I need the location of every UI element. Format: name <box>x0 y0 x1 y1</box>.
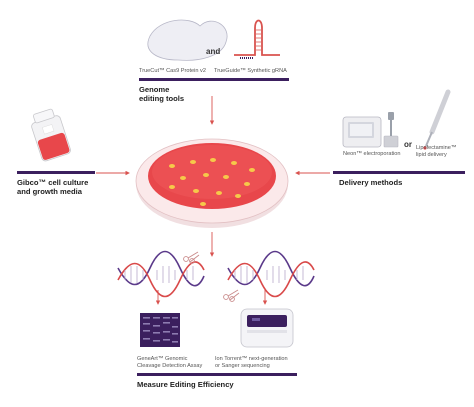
genome-title-line1: Genome <box>139 85 170 94</box>
lipofectamine-label-line1: Lipofectamine™ <box>416 145 457 151</box>
iontorrent-label-line2: or Sanger sequencing <box>215 363 270 369</box>
pipette-icon <box>423 89 451 150</box>
or-label: or <box>404 140 412 149</box>
grna-icon <box>234 19 280 59</box>
cas9-protein-icon <box>147 19 228 61</box>
culture-title-line1: Gibco™ cell culture <box>17 178 89 187</box>
lipofectamine-label-line2: lipid delivery <box>416 152 447 158</box>
culture-media-bottle-icon <box>31 108 71 162</box>
dna-helix-right-icon <box>227 250 315 298</box>
grna-label: TrueGuide™ Synthetic gRNA <box>214 68 287 74</box>
scissors-icon <box>183 251 200 264</box>
scissors-icon <box>223 289 240 302</box>
geneart-label-line2: Cleavage Detection Assay <box>137 363 203 369</box>
geneart-label-line1: GeneArt™ Genomic <box>137 356 188 362</box>
sequencer-icon <box>240 308 294 348</box>
neon-label: Neon™ electroporation <box>343 151 401 157</box>
genome-bar <box>139 78 289 81</box>
neon-device-icon <box>342 112 399 148</box>
delivery-bar <box>333 171 465 174</box>
genome-title-line2: editing tools <box>139 94 185 103</box>
iontorrent-label-line1: Ion Torrent™ next-generation <box>215 356 288 362</box>
delivery-title: Delivery methods <box>339 178 403 187</box>
dna-helix-left-icon <box>117 250 205 298</box>
gel-electrophoresis-icon <box>140 313 180 347</box>
cas9-protein-label: TrueCut™ Cas9 Protein v2 <box>139 68 206 74</box>
culture-bar <box>17 171 95 174</box>
culture-title-line2: and growth media <box>17 187 82 196</box>
and-label: and <box>206 47 221 56</box>
petri-dish-icon <box>135 138 289 228</box>
efficiency-bar <box>137 373 297 376</box>
efficiency-title: Measure Editing Efficiency <box>137 380 234 389</box>
